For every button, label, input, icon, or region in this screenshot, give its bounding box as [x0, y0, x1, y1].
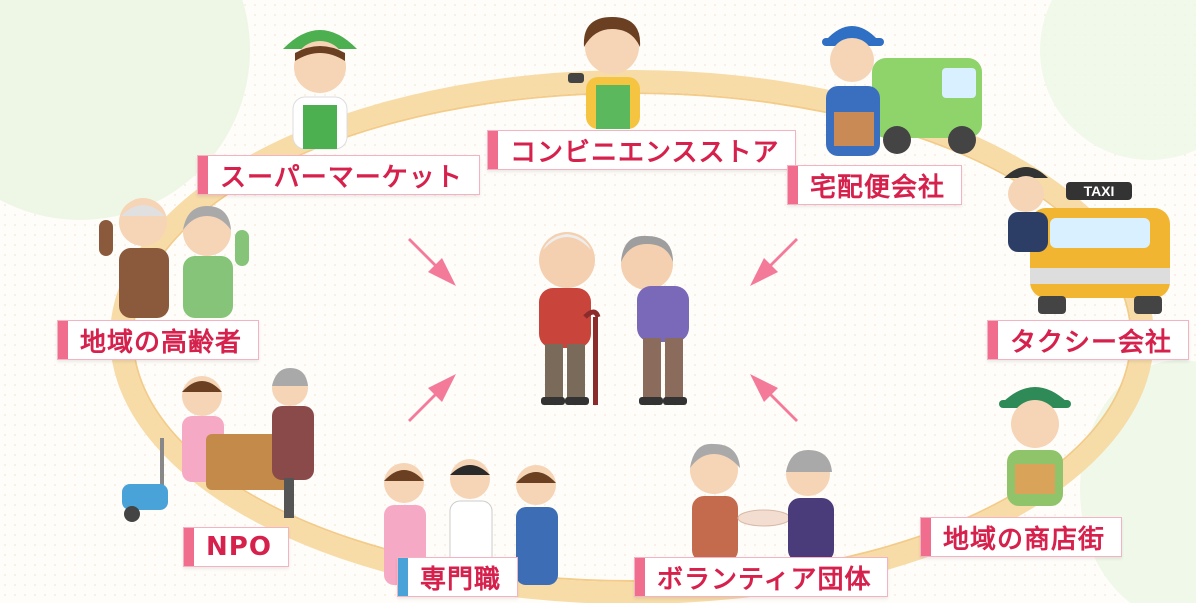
label-supermarket: スーパーマーケット — [197, 155, 480, 195]
label-volunteer-groups: ボランティア団体 — [634, 557, 889, 597]
label-convenience-store: コンビニエンスストア — [487, 130, 797, 170]
delivery-worker-icon — [822, 26, 982, 156]
label-professionals-text: 専門職 — [420, 564, 502, 595]
shopping-street-merchant-icon — [999, 387, 1071, 506]
label-npo: NPO — [183, 527, 289, 567]
label-delivery-company: 宅配便会社 — [787, 165, 963, 205]
taxi-sign-text: TAXI — [1084, 183, 1115, 199]
arrow-bottom-left-icon — [408, 374, 456, 422]
label-taxi-company-text: タクシー会社 — [1010, 327, 1173, 358]
label-local-elderly-text: 地域の高齢者 — [80, 327, 243, 358]
label-supermarket-text: スーパーマーケット — [220, 162, 463, 193]
local-elderly-icon — [99, 198, 249, 318]
arrow-top-right-icon — [750, 238, 798, 286]
supermarket-clerk-icon — [283, 30, 357, 150]
label-convenience-store-text: コンビニエンスストア — [510, 137, 780, 168]
arrow-top-left-icon — [408, 238, 456, 286]
convenience-clerk-icon — [568, 17, 641, 129]
taxi-driver-icon: TAXI — [1004, 167, 1170, 314]
label-local-elderly: 地域の高齢者 — [57, 320, 260, 360]
npo-scene-icon — [122, 368, 314, 522]
label-taxi-company: タクシー会社 — [987, 320, 1190, 360]
label-delivery-company-text: 宅配便会社 — [810, 172, 946, 203]
label-professionals: 専門職 — [397, 557, 519, 597]
label-shopping-street: 地域の商店街 — [920, 517, 1123, 557]
bg-circle-top-right — [1040, 0, 1196, 160]
elderly-couple-center-icon — [539, 232, 689, 405]
label-shopping-street-text: 地域の商店街 — [943, 524, 1106, 555]
arrow-bottom-right-icon — [750, 374, 798, 422]
label-npo-text: NPO — [206, 532, 272, 562]
volunteers-icon — [690, 443, 834, 562]
label-volunteer-groups-text: ボランティア団体 — [657, 564, 872, 595]
